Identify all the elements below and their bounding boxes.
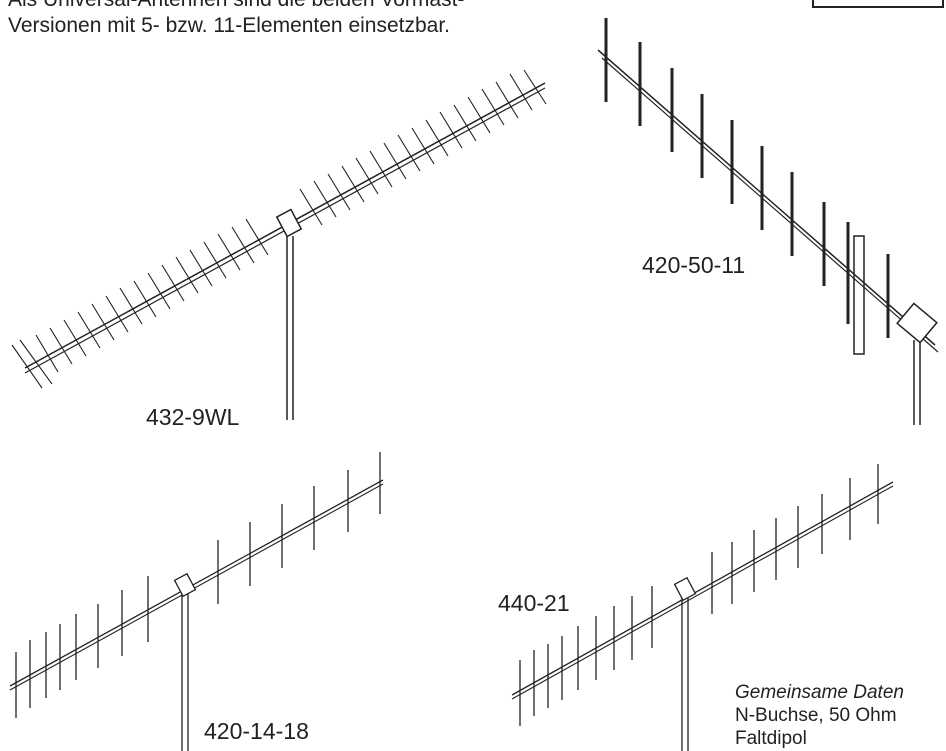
antenna-420-14-18-drawing [9, 452, 384, 751]
antenna-440-21-drawing [511, 464, 894, 751]
antenna-label-420-50-11: 420-50-11 [642, 252, 746, 278]
common-data-note: Gemeinsame Daten N-Buchse, 50 Ohm Faltdi… [735, 681, 904, 750]
antenna-420-50-11-drawing [597, 18, 939, 425]
intro-text: Als Universal-Antennen sind die beiden V… [8, 0, 464, 39]
common-data-line-1: N-Buchse, 50 Ohm [735, 705, 897, 726]
antenna-432-9wl-drawing [11, 69, 547, 420]
antenna-label-420-14-18: 420-14-18 [204, 718, 309, 744]
common-data-heading: Gemeinsame Daten [735, 682, 904, 703]
antenna-label-440-21: 440-21 [498, 590, 570, 616]
intro-line-2: Versionen mit 5- bzw. 11-Elementen einse… [8, 14, 451, 37]
common-data-line-2: Faltdipol [735, 728, 807, 749]
antenna-label-432-9wl: 432-9WL [146, 404, 240, 430]
frame-corner [812, 0, 944, 8]
intro-line-1: Als Universal-Antennen sind die beiden V… [8, 0, 464, 13]
